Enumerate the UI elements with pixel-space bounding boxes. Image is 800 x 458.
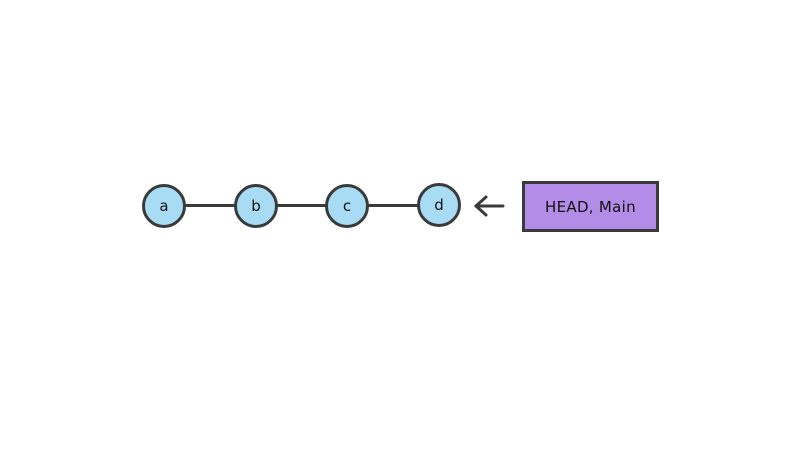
commit-node-a: a [142,184,186,228]
commit-node-d: d [417,183,461,227]
commit-label: a [159,196,169,215]
head-pointer-label: HEAD, Main [545,197,636,216]
commit-label: b [251,196,261,215]
left-arrow-icon [474,195,505,217]
commit-node-c: c [325,184,369,228]
commit-node-b: b [234,184,278,228]
commit-label: c [342,196,352,215]
commit-label: d [434,195,444,214]
commit-connector-line [164,204,439,207]
head-pointer-box: HEAD, Main [522,181,659,232]
